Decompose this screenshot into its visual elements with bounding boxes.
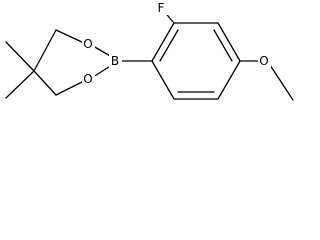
atom-boron: B [109, 54, 122, 68]
atom-o-methoxy-label: O [259, 54, 268, 68]
bond-aryl-c6-c1 [151, 60, 175, 100]
chemical-structure-canvas: O B O F O [0, 0, 297, 121]
bond-boron-to-o-lower [92, 64, 113, 78]
bond-methylene-upper-to-o-upper [55, 29, 85, 44]
bond-quaternary-c-to-methyl-upper [5, 41, 35, 72]
atom-boron-label: B [111, 54, 119, 68]
atom-o-lower: O [82, 72, 95, 86]
bond-quaternary-c-to-methyl-lower [5, 70, 35, 99]
bond-methylene-lower-to-quaternary-c [33, 70, 57, 96]
bond-o-upper-to-boron [92, 45, 113, 58]
bond-aryl-inner-double-c1-c2 [159, 29, 179, 62]
bond-methoxy-o-to-methyl [269, 64, 294, 101]
atom-o-upper-label: O [83, 37, 92, 51]
bond-aryl-c1-c2 [151, 22, 175, 62]
bond-aryl-inner-double-c3-c4 [213, 29, 233, 62]
atom-o-lower-label: O [83, 72, 92, 86]
bond-o-lower-to-methylene-lower [55, 80, 85, 96]
molecule-diagram: O B O F O [5, 1, 294, 101]
atom-fluorine-label: F [158, 1, 165, 15]
atom-fluorine: F [155, 1, 168, 15]
bond-aryl-c3-c4 [217, 22, 241, 62]
bond-aryl-c4-c5 [217, 60, 241, 100]
atom-o-upper: O [82, 37, 95, 51]
atom-o-methoxy: O [258, 54, 271, 68]
bond-quaternary-c-to-methylene-upper [33, 29, 57, 72]
